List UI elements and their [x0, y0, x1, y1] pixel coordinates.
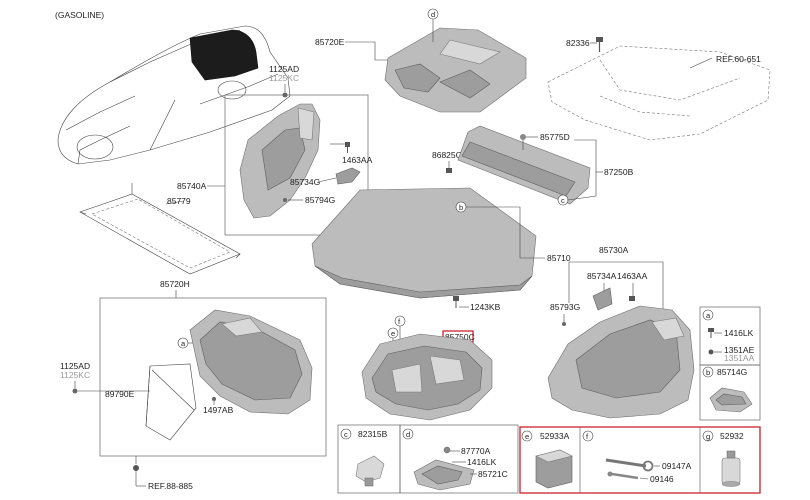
callout-a-tray: a [181, 339, 186, 348]
label-85710: 85710 [547, 253, 571, 263]
part-09147A-wrench[interactable] [605, 458, 654, 472]
label-ref-60-651: REF.60-651 [716, 54, 761, 64]
label-85720H: 85720H [160, 279, 190, 289]
callout-f-tray: f [398, 317, 401, 326]
label-1125AD-top: 1125AD [269, 64, 299, 74]
part-1243KB-bolt[interactable] [453, 296, 459, 308]
callout-b-box: b [706, 368, 710, 377]
callout-e-box: e [525, 432, 529, 441]
label-85793G: 85793G [550, 302, 580, 312]
label-1125KC-left: 1125KC [60, 370, 90, 380]
part-87770A-clip[interactable] [443, 446, 451, 454]
label-85730A: 85730A [599, 245, 629, 255]
label-82315B: 82315B [358, 429, 388, 439]
label-1125KC-top: 1125KC [269, 73, 299, 83]
part-85720E[interactable] [384, 27, 527, 113]
car-illustration [57, 25, 291, 165]
label-85734G: 85734G [290, 177, 320, 187]
part-86825C-clip[interactable] [446, 168, 452, 173]
label-85740A: 85740A [177, 181, 207, 191]
part-1416LK-clip[interactable] [708, 328, 714, 338]
callout-g-box: g [706, 432, 710, 441]
label-85714G: 85714G [717, 367, 747, 377]
part-1463AA-screw[interactable] [345, 142, 350, 153]
part-1351AE-fastener[interactable] [708, 349, 714, 355]
label-ref-88-885: REF.88-885 [148, 481, 193, 491]
highlight-e-f-g [519, 426, 761, 494]
part-09146-tool[interactable] [607, 471, 639, 480]
label-1463AA-top: 1463AA [342, 155, 373, 165]
part-85714G-cover[interactable] [709, 387, 753, 413]
label-82336: 82336 [566, 38, 590, 48]
part-85734A-cover[interactable] [592, 287, 613, 311]
part-1463AA-right-screw[interactable] [629, 296, 635, 301]
diagram-title: (GASOLINE) [55, 10, 104, 20]
callout-a-box: a [706, 311, 711, 320]
part-85730A-trim[interactable] [547, 305, 695, 419]
label-1351AA: 1351AA [724, 353, 755, 363]
label-85734A: 85734A [587, 271, 617, 281]
callout-d-box: d [406, 430, 410, 439]
part-85734G[interactable] [335, 167, 361, 185]
label-1463AA-right: 1463AA [617, 271, 648, 281]
label-87770A: 87770A [461, 446, 491, 456]
box-b [699, 364, 761, 421]
label-52932: 52932 [720, 431, 744, 441]
label-85720E: 85720E [315, 37, 345, 47]
label-52933A: 52933A [540, 431, 570, 441]
label-89790E: 89790E [105, 389, 135, 399]
part-89790E-frame[interactable] [145, 363, 197, 441]
part-82315B-grommet[interactable] [355, 455, 385, 487]
part-85720H-tray[interactable] [189, 309, 313, 415]
label-85779: 85779 [167, 196, 191, 206]
part-85750C-tool-tray[interactable] [361, 333, 493, 421]
label-1416LK-d: 1416LK [467, 457, 497, 467]
part-85779-net[interactable] [79, 193, 241, 275]
label-09146: 09146 [650, 474, 674, 484]
part-52932-canister[interactable] [721, 450, 741, 487]
callout-c-top: c [561, 196, 565, 205]
part-85721C-bracket[interactable] [413, 459, 475, 491]
label-85750C: 85750C [445, 332, 475, 342]
part-82336-clip[interactable] [596, 37, 603, 52]
part-85710-floor-board[interactable] [311, 187, 537, 299]
callout-e-tray: e [391, 329, 395, 338]
callout-b-floor: b [459, 203, 463, 212]
label-1125AD-left: 1125AD [60, 361, 90, 371]
box-85740A [224, 94, 369, 236]
label-1416LK: 1416LK [724, 328, 754, 338]
label-1243KB: 1243KB [470, 302, 501, 312]
label-85775D: 85775D [540, 132, 570, 142]
box-d [399, 424, 519, 494]
floor-panel-outline [547, 45, 771, 141]
callout-c-box: c [344, 430, 348, 439]
part-ref-88-885-clip[interactable] [133, 465, 139, 471]
label-85794G: 85794G [305, 195, 335, 205]
label-1497AB: 1497AB [203, 405, 234, 415]
label-86825C: 86825C [432, 150, 462, 160]
part-85740A-trim[interactable] [239, 103, 321, 219]
box-85720H [99, 297, 327, 457]
part-52933A-kit[interactable] [535, 449, 573, 489]
label-85721C: 85721C [478, 469, 508, 479]
callout-d-top: d [431, 10, 435, 19]
label-1351AE: 1351AE [724, 345, 755, 355]
label-87250B: 87250B [604, 167, 634, 177]
callout-f-box: f [586, 432, 589, 441]
label-09147A: 09147A [662, 461, 692, 471]
